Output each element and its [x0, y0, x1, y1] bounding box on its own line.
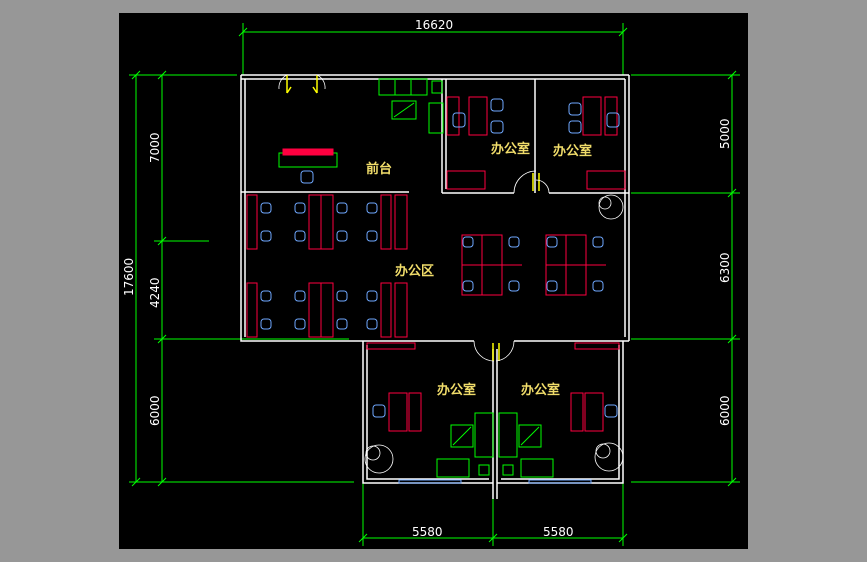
- door-swings: [278, 74, 550, 362]
- dim-right-lower: 6000: [718, 395, 732, 426]
- reception-furniture: [278, 78, 444, 184]
- windows: [398, 479, 592, 484]
- dim-left-lower: 6000: [148, 395, 162, 426]
- dim-overall-height: 17600: [122, 258, 136, 296]
- dim-right-middle: 6300: [718, 252, 732, 283]
- wall-hatches: [366, 170, 626, 350]
- room-label-office-bottom-left: 办公室: [437, 382, 476, 398]
- office-bottom-furniture: [372, 392, 618, 478]
- room-label-office-bottom-right: 办公室: [521, 382, 560, 398]
- floor-plan-svg: 16620 17600 7000 4240 6000 5000 6300 600…: [122, 18, 740, 546]
- dimension-lines: [129, 23, 740, 546]
- dim-left-middle: 4240: [148, 277, 162, 308]
- room-label-reception: 前台: [366, 161, 392, 177]
- room-label-open-office: 办公区: [395, 263, 434, 279]
- dim-overall-width: 16620: [415, 18, 453, 32]
- plants: [364, 194, 624, 474]
- doors: [286, 75, 540, 361]
- cad-drawing-canvas: 16620 17600 7000 4240 6000 5000 6300 600…: [119, 13, 748, 549]
- open-office-desks: [246, 194, 606, 338]
- dim-bottom-right: 5580: [543, 525, 574, 539]
- dim-left-upper: 7000: [148, 132, 162, 163]
- dim-bottom-left: 5580: [412, 525, 443, 539]
- walls: [240, 74, 630, 499]
- office-top-furniture: [446, 96, 620, 136]
- room-label-office-top-left: 办公室: [491, 141, 530, 157]
- room-label-office-top-right: 办公室: [553, 143, 592, 159]
- dim-right-upper: 5000: [718, 118, 732, 149]
